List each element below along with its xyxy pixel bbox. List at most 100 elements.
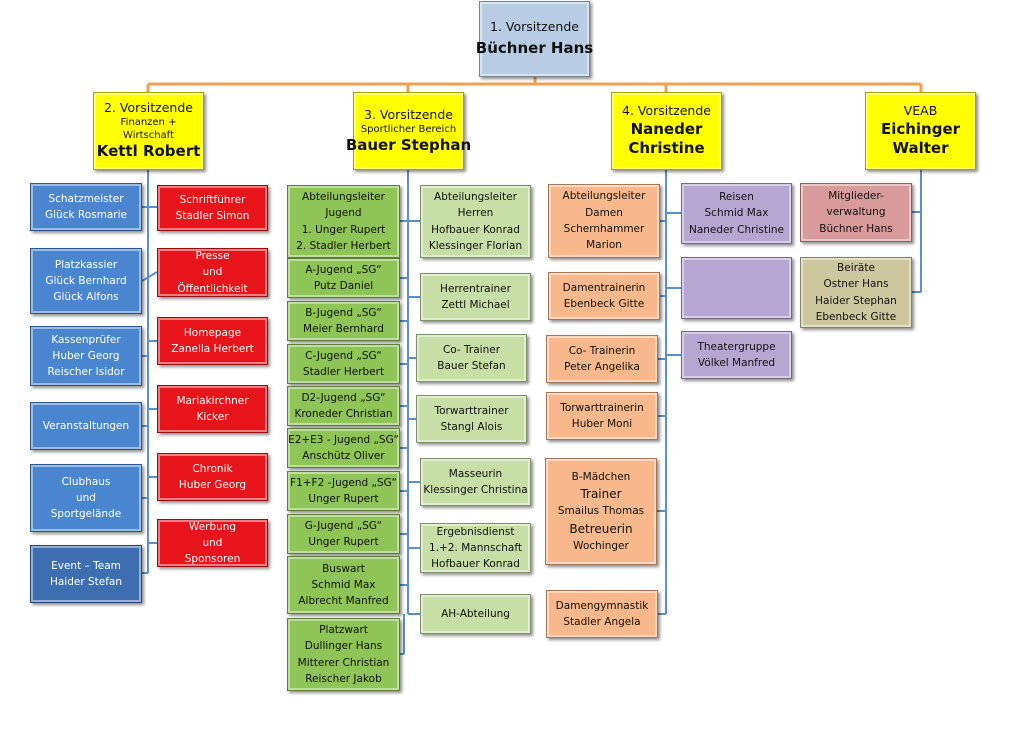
role-line: Event – Team (51, 559, 121, 572)
role-line: Masseurin (448, 467, 503, 480)
deputy-sub: Finanzen + (120, 117, 177, 129)
role-line: Peter Angelika (564, 361, 640, 373)
role-box-empty (681, 257, 792, 319)
role-line: D2-Jugend „SG“ (301, 391, 386, 404)
role-line: Homepage (183, 326, 242, 339)
role-line: Meier Bernhard (303, 323, 384, 335)
role-line: Dullinger Hans (304, 640, 383, 653)
role-line: 1. Unger Rupert (301, 223, 386, 236)
role-box: Veranstaltungen (30, 402, 142, 450)
role-line: Zettl Michael (441, 299, 510, 311)
role-line: Hofbauer Konrad (431, 558, 520, 571)
role-line: Damen (585, 206, 623, 219)
role-box: Schriftführer Stadler Simon (157, 185, 268, 231)
role-box: C-Jugend „SG“ Stadler Herbert (287, 344, 400, 384)
role-line: Platzwart (319, 623, 368, 636)
role-box: Platzwart Dullinger Hans Mitterer Christ… (287, 618, 400, 691)
role-line: Schriftführer (179, 193, 246, 206)
role-line: Mitterer Christian (297, 656, 390, 669)
role-line: Völkel Manfred (697, 357, 776, 369)
chairman-role: 1. Vorsitzende (490, 19, 579, 35)
role-line: A-Jugend „SG“ (305, 263, 382, 276)
role-line: B-Jugend „SG“ (305, 306, 382, 319)
role-line: Klessinger Christina (423, 484, 528, 496)
role-line: Ebenbeck Gitte (563, 298, 645, 310)
role-line: Schatzmeister (48, 192, 124, 205)
deputy-2-box: 2. Vorsitzende Finanzen + Wirtschaft Ket… (93, 92, 204, 170)
role-line: Wochinger (573, 540, 629, 553)
role-line: Reischer Isidor (47, 366, 125, 379)
role-line: B-Mädchen (571, 470, 631, 483)
role-line: Klessinger Florian (428, 239, 523, 252)
role-line: Huber Moni (571, 418, 633, 430)
role-line: 2. Stadler Herbert (296, 239, 391, 252)
role-line: Glück Alfons (53, 291, 119, 304)
role-line: Jugend (325, 207, 362, 220)
role-line: Abteilungsleiter (302, 190, 385, 203)
role-box: Masseurin Klessinger Christina (420, 458, 531, 506)
role-line: Torwarttrainerin (560, 401, 644, 414)
role-line: Haider Stephan (815, 294, 897, 307)
role-box: Abteilungsleiter Jugend 1. Unger Rupert … (287, 185, 400, 258)
role-line: Schmid Max (311, 578, 376, 591)
role-line: AH-Abteilung (441, 607, 510, 620)
role-box: Abteilungsleiter Herren Hofbauer Konrad … (420, 185, 531, 258)
role-box: Clubhaus und Sportgelände (30, 464, 142, 532)
role-line: Unger Rupert (308, 536, 379, 548)
deputy-name: Bauer Stephan (345, 135, 472, 154)
role-line: Kicker (196, 411, 229, 423)
role-box: G-Jugend „SG“ Unger Rupert (287, 514, 400, 554)
deputy-role: 2. Vorsitzende (104, 100, 193, 116)
role-box: E2+E3 - Jugend „SG“ Anschütz Oliver (287, 428, 400, 468)
role-box: Damentrainerin Ebenbeck Gitte (548, 272, 660, 320)
role-line: Herren (457, 207, 494, 220)
role-line: Hofbauer Konrad (431, 223, 520, 236)
deputy-name: Naneder (630, 119, 703, 138)
role-line: Smailus Thomas (557, 505, 645, 518)
role-line: Marion (586, 239, 622, 252)
role-line: Haider Stefan (49, 576, 123, 588)
role-line: Sportgelände (50, 508, 122, 521)
role-line: verwaltung (826, 206, 886, 219)
deputy-3-box: 3. Vorsitzende Sportlicher Bereich Bauer… (346, 92, 471, 170)
role-line: Co- Trainer (442, 343, 501, 356)
role-line: Ebenbeck Gitte (815, 310, 897, 323)
role-box: Kassenprüfer Huber Georg Reischer Isidor (30, 326, 142, 386)
deputy-4-box: 4. Vorsitzende Naneder Christine (611, 92, 722, 170)
connector-line (141, 271, 158, 282)
role-line: Beiräte (837, 261, 875, 274)
role-line: Herrentrainer (440, 282, 511, 295)
deputy-sub: Wirtschaft (123, 130, 174, 142)
role-line: Theatergruppe (697, 340, 776, 353)
deputy-name: Walter (892, 139, 949, 158)
role-line: Ostner Hans (823, 278, 889, 291)
role-line: Co- Trainerin (568, 344, 636, 357)
role-box: AH-Abteilung (420, 594, 531, 634)
role-line: Ergebnisdienst (436, 525, 515, 538)
role-line: F1+F2 -Jugend „SG“ (290, 476, 397, 489)
role-line: Öffentlichkeit (177, 282, 248, 295)
role-line: Torwarttrainer (434, 404, 509, 417)
role-box: Mariakirchner Kicker (157, 385, 268, 433)
role-line: Buswart (322, 562, 365, 575)
deputy-role: 3. Vorsitzende (364, 106, 453, 122)
role-line: Sponsoren (184, 553, 241, 566)
role-line: Unger Rupert (308, 493, 379, 505)
deputy-name: Christine (628, 139, 705, 158)
role-line: Kassenprüfer (51, 333, 121, 346)
role-line: Stadler Simon (175, 210, 250, 222)
role-line: Stadler Herbert (302, 366, 385, 378)
deputy-role: VEAB (903, 103, 938, 119)
role-box: Schatzmeister Glück Rosmarie (30, 183, 142, 231)
role-line: Reisen (719, 191, 754, 204)
role-box: Co- Trainer Bauer Stefan (416, 334, 527, 382)
role-line: Putz Daniel (313, 280, 374, 292)
role-line: Werbung (188, 520, 237, 533)
role-line: Presse (195, 250, 230, 263)
role-box: Werbung und Sponsoren (157, 519, 268, 567)
role-line: Albrecht Manfred (298, 595, 389, 608)
role-line: Platzkassier (54, 258, 118, 271)
chairman-box: 1. Vorsitzende Büchner Hans (476, 1, 593, 77)
role-line: G-Jugend „SG“ (304, 519, 383, 532)
